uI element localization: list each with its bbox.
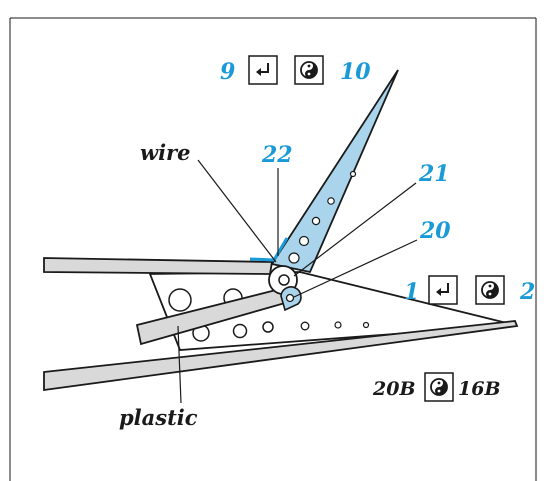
step-mid-from: 1 — [404, 279, 419, 305]
wire-segment — [272, 237, 289, 261]
part-21-label: 21 — [418, 161, 450, 187]
fold-arrow-icon — [428, 275, 458, 305]
yin-yang-icon — [481, 281, 499, 299]
wire-leader — [197, 159, 277, 263]
step-top-to: 10 — [340, 59, 371, 85]
part-21-leader — [293, 182, 417, 277]
fold-arrow-icon — [248, 55, 278, 85]
step-top-from: 9 — [220, 59, 235, 85]
step-indicator-bottom: 20B 16B — [372, 372, 501, 402]
step-mid-to: 2 — [519, 279, 535, 305]
step-indicator-top: 9 10 — [220, 55, 371, 85]
plastic-label: plastic — [119, 405, 198, 430]
rotating-blade — [270, 69, 399, 274]
yin-yang-icon — [300, 61, 318, 79]
upper-bar — [43, 257, 274, 275]
step-indicator-mid: 1 2 — [404, 275, 535, 305]
wire-segment — [249, 257, 275, 262]
plastic-leader — [177, 325, 182, 404]
part-20-leader — [293, 239, 418, 298]
yin-yang-icon — [475, 275, 505, 305]
pivot-20 — [280, 286, 302, 312]
step-bottom-to: 16B — [458, 378, 501, 400]
wire-label: wire — [140, 140, 190, 165]
step-bottom-from: 20B — [372, 378, 416, 400]
yin-yang-icon — [430, 378, 448, 396]
lower-bar — [43, 320, 519, 392]
part-20-label: 20 — [419, 218, 451, 244]
part-22-label: 22 — [261, 142, 293, 168]
